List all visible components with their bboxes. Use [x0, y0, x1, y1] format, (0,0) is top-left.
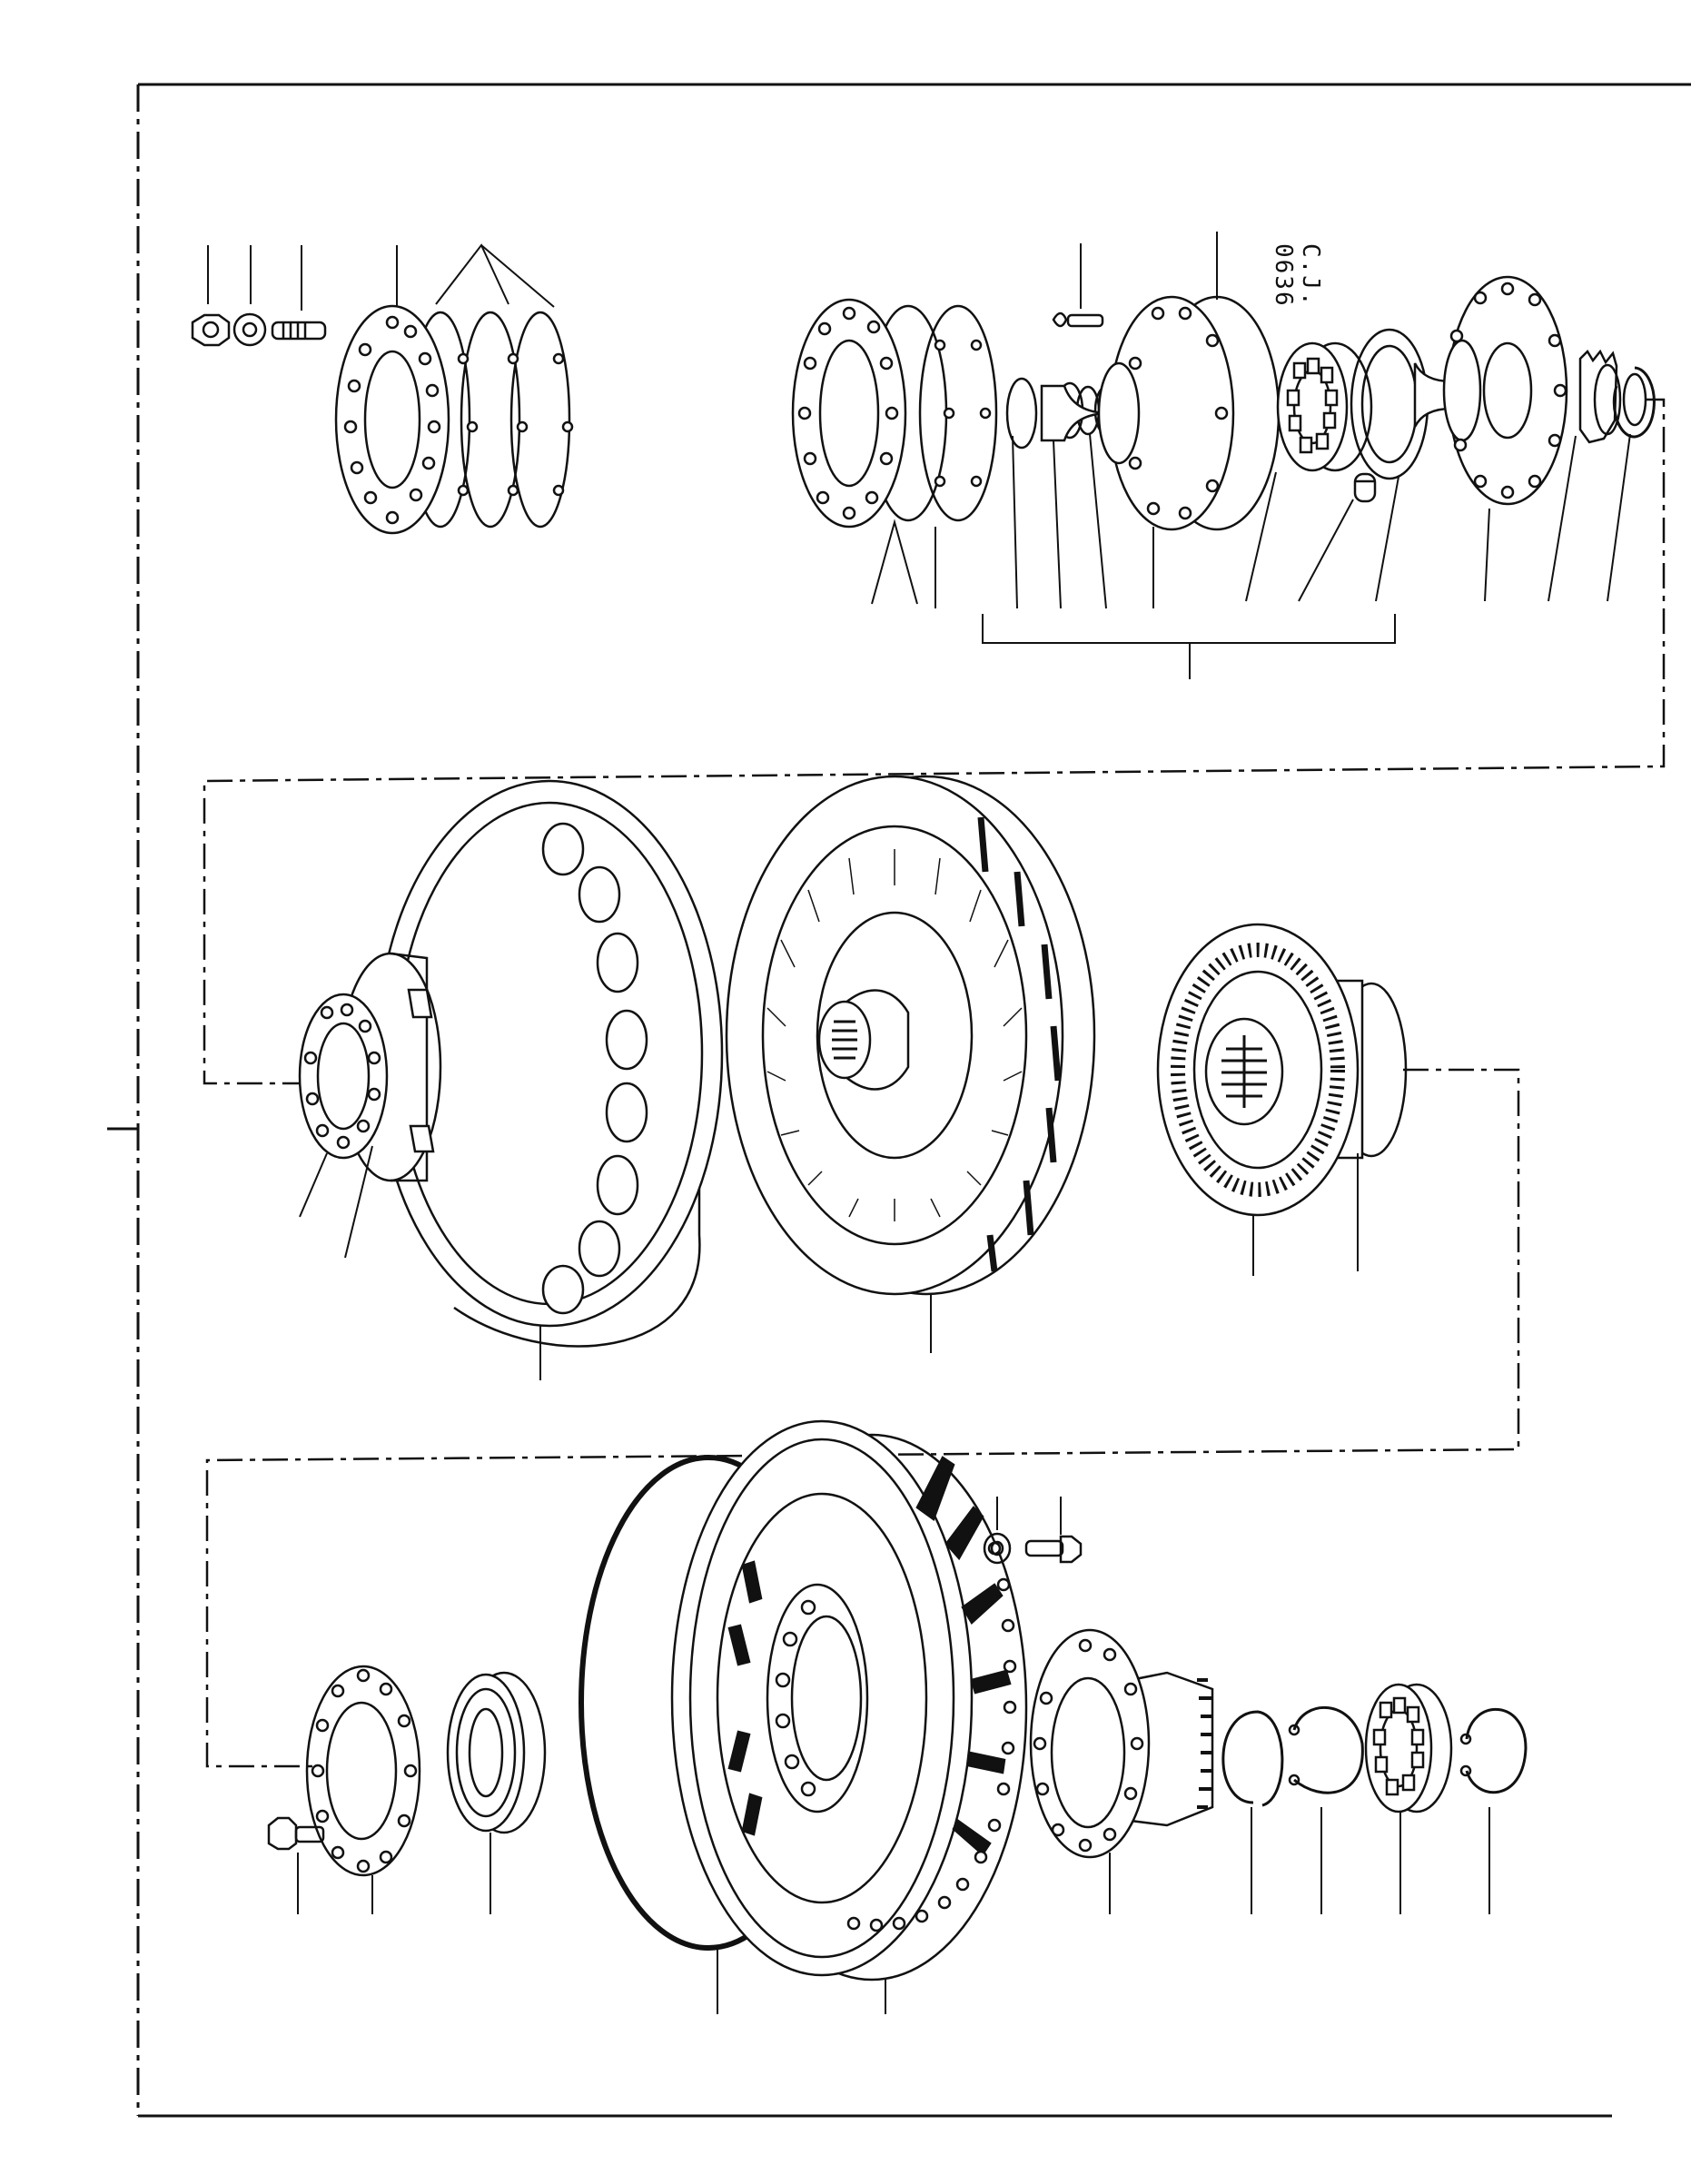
roller-bearing-upper	[1246, 343, 1371, 601]
circlip-upper	[1607, 368, 1654, 601]
pump-hub-flange	[1042, 232, 1279, 608]
cover-plate	[307, 1666, 420, 1914]
roller-bearing-lower	[1366, 1685, 1451, 1914]
nut	[193, 245, 229, 345]
circlip-lower	[1461, 1709, 1526, 1914]
upper-group-bracket	[983, 614, 1395, 679]
output-shaft-flange	[1415, 277, 1567, 601]
stamp-mark: C.J. 0636	[1270, 243, 1324, 308]
snap-ring-2	[1290, 1707, 1362, 1914]
spline-gear-upper	[1548, 351, 1620, 601]
hex-bolt-lower	[269, 1818, 323, 1914]
ball-bearing-lower	[448, 1673, 545, 1914]
converter-housing	[672, 1421, 1026, 2014]
washer	[234, 245, 265, 345]
frame	[107, 84, 1691, 2116]
shim-plate-stack	[336, 245, 572, 533]
small-screw-upper	[1053, 243, 1103, 326]
snap-ring-1	[1223, 1712, 1282, 1914]
stud-bolt	[272, 245, 325, 339]
dowel-pin	[1299, 474, 1375, 601]
washer-lower	[984, 1497, 1010, 1563]
pump-impeller	[300, 781, 722, 1380]
bolt-lower	[1026, 1497, 1081, 1562]
stator-wheel	[1158, 924, 1406, 1276]
turbine-wheel	[727, 776, 1094, 1353]
output-gear-hub	[1031, 1630, 1213, 1914]
flange-plate-stack	[793, 300, 996, 608]
